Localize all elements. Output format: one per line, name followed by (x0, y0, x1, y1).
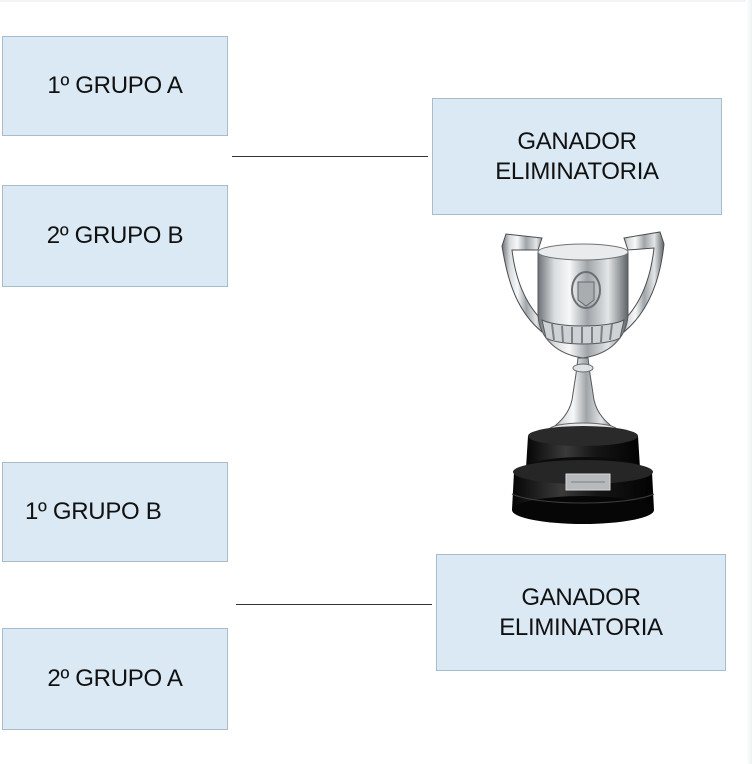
team-box-1st-group-b: 1º GRUPO B (2, 462, 228, 562)
team-box-2nd-group-b: 2º GRUPO B (2, 185, 228, 287)
team-box-1st-group-a: 1º GRUPO A (2, 36, 228, 136)
connector-line-semifinal-1 (232, 156, 428, 157)
team-label-1st-group-a: 1º GRUPO A (47, 71, 182, 101)
team-label-2nd-group-a: 2º GRUPO A (47, 664, 182, 694)
team-label-1st-group-b: 1º GRUPO B (25, 497, 161, 527)
connector-line-semifinal-2 (236, 604, 432, 605)
trophy-icon (498, 224, 668, 534)
winner-box-semifinal-2: GANADOR ELIMINATORIA (436, 554, 726, 671)
winner-box-semifinal-1: GANADOR ELIMINATORIA (432, 98, 722, 215)
winner-label-semifinal-2: GANADOR ELIMINATORIA (499, 583, 663, 643)
winner-label-semifinal-1: GANADOR ELIMINATORIA (495, 127, 659, 187)
page-right-edge (746, 0, 752, 764)
team-box-2nd-group-a: 2º GRUPO A (2, 628, 228, 730)
page-top-edge (0, 0, 752, 2)
team-label-2nd-group-b: 2º GRUPO B (47, 221, 183, 251)
